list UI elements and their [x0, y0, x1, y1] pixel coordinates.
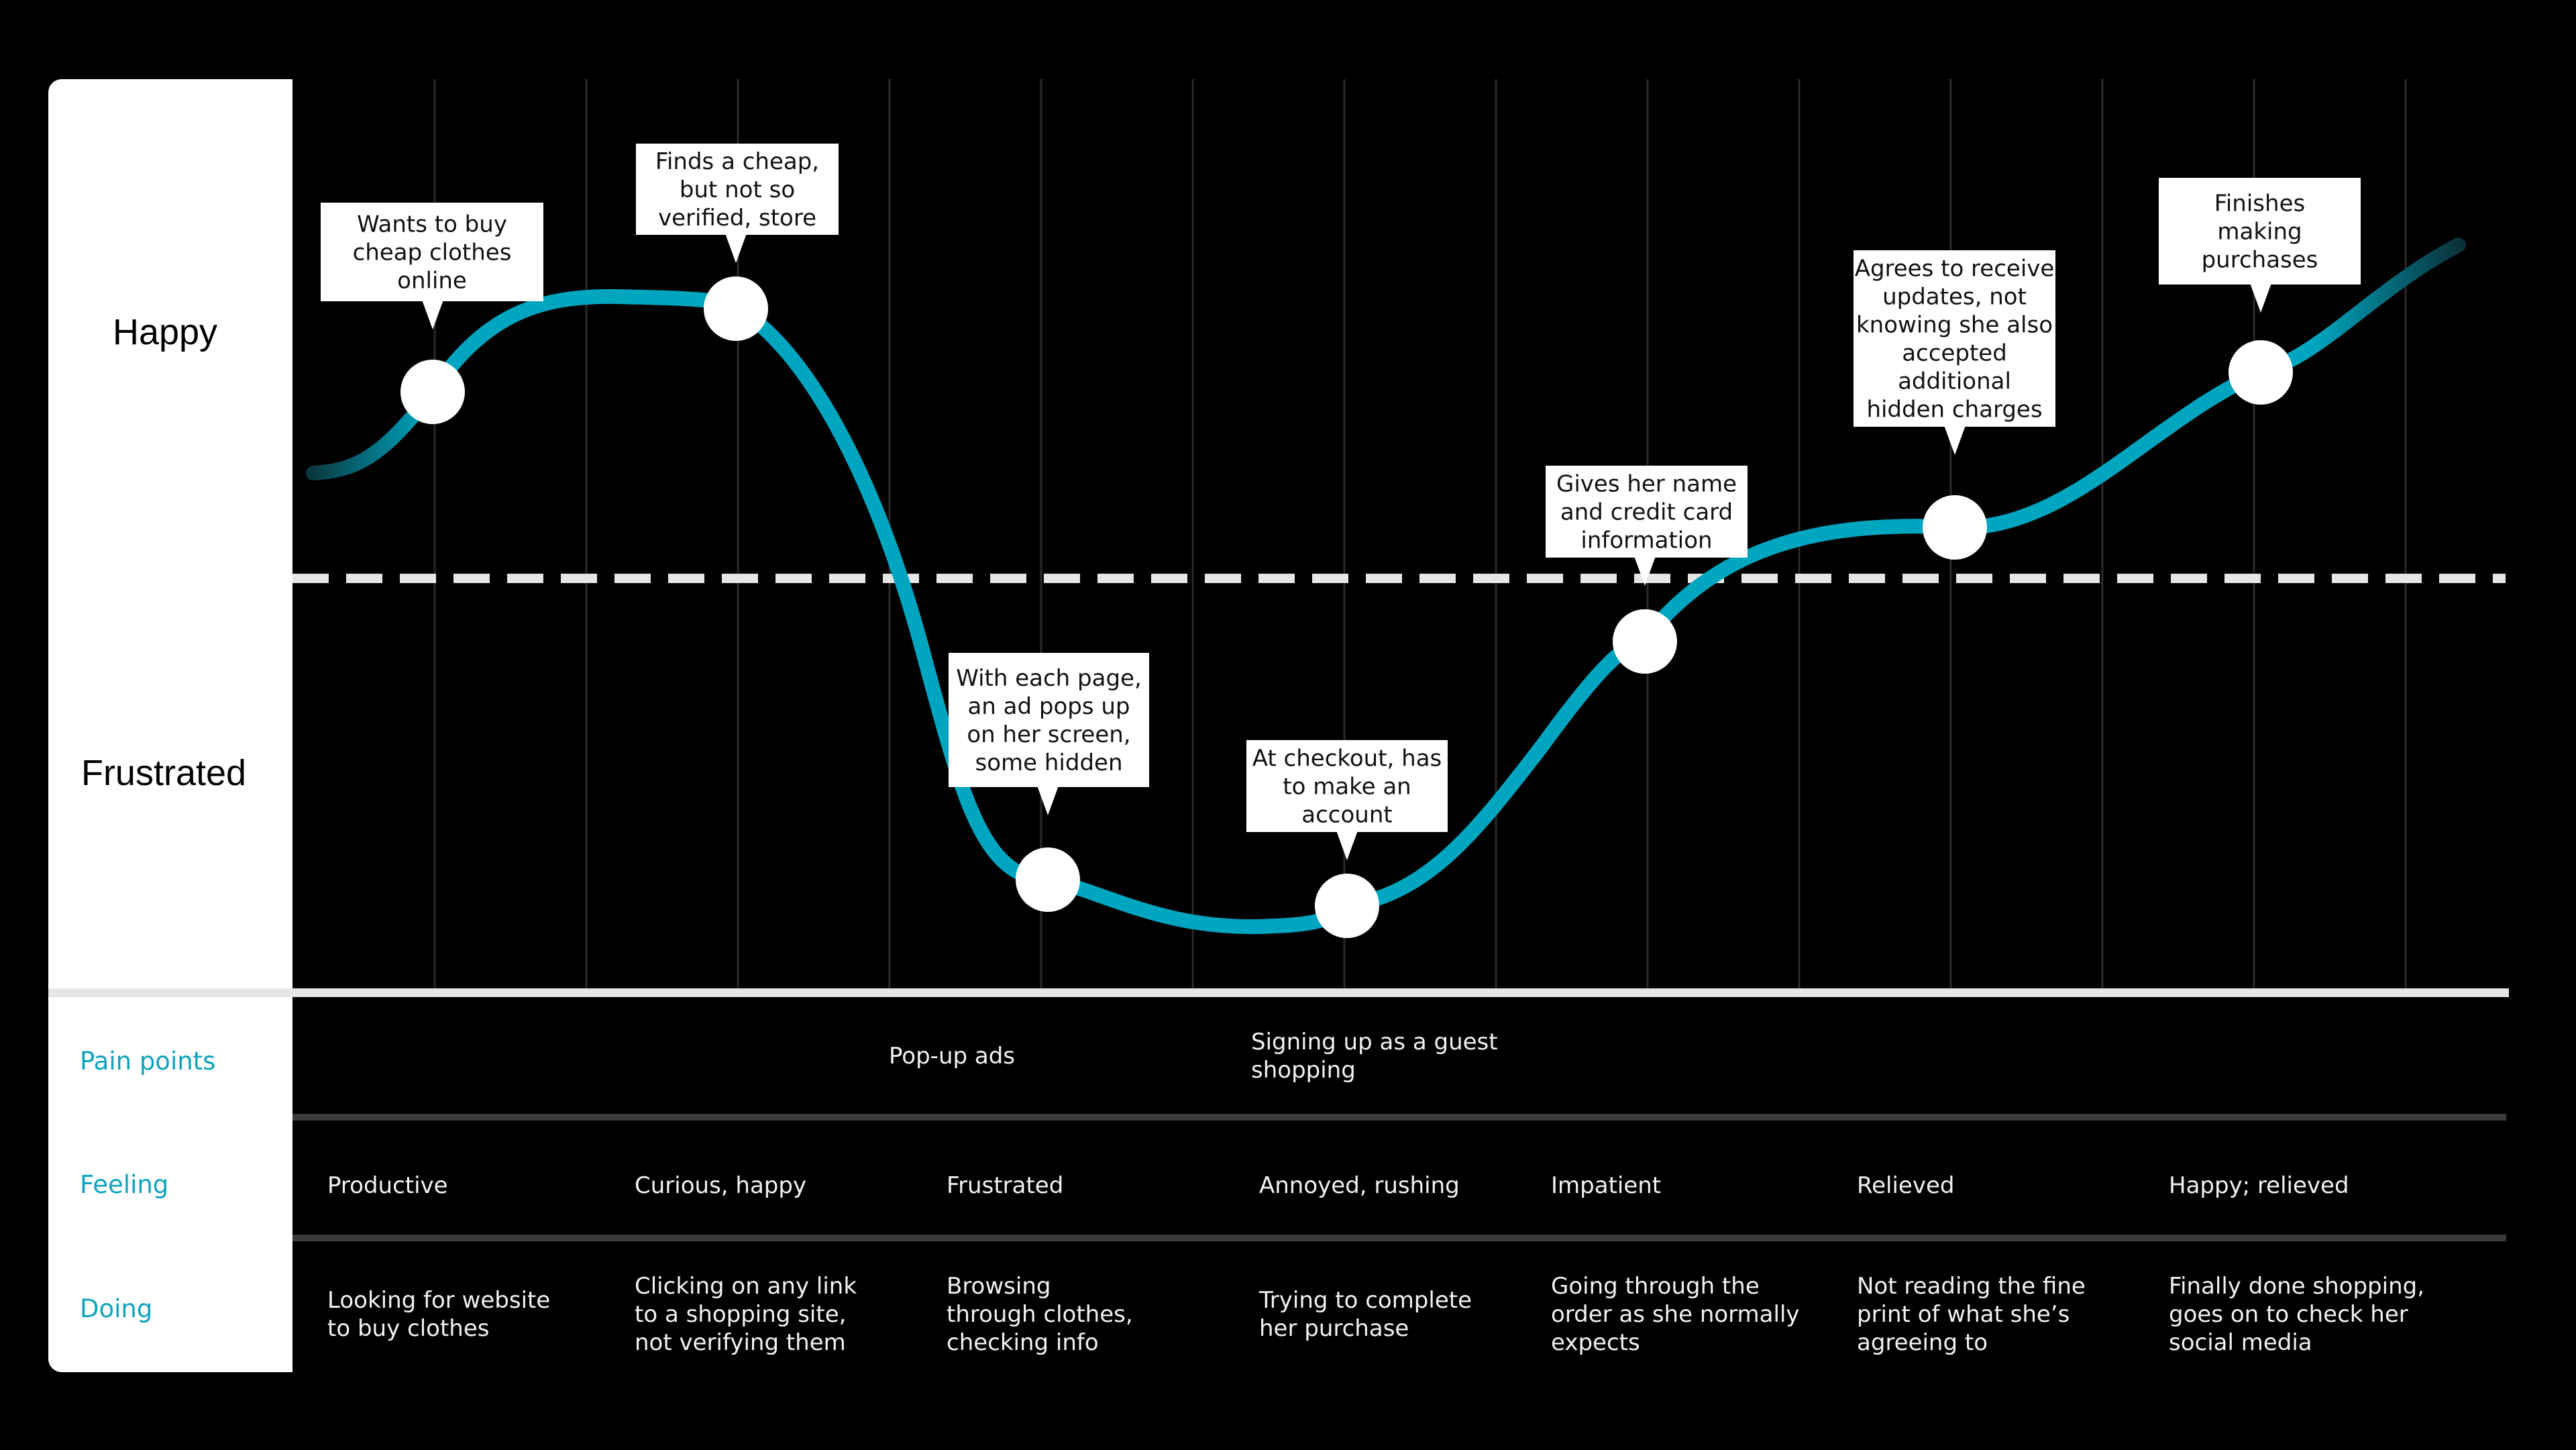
- doing-text: agreeing to: [1857, 1329, 1988, 1356]
- callout-pointer: [2250, 283, 2271, 313]
- callout-pointer: [422, 300, 443, 329]
- grid-lines: [433, 79, 2407, 988]
- label-panel: [48, 79, 292, 1372]
- callout-text-line: accepted: [1902, 340, 2007, 367]
- callout-text-line: additional: [1898, 368, 2011, 395]
- callout-box: [1246, 740, 1448, 832]
- callout-text-line: online: [397, 268, 467, 295]
- row-label-doing: Doing: [80, 1294, 152, 1323]
- doing-text: Looking for website: [327, 1287, 550, 1314]
- row-label-pain-points: Pain points: [80, 1047, 215, 1076]
- feeling-text: Happy; relieved: [2169, 1172, 2349, 1199]
- happy-label: Happy: [113, 312, 217, 352]
- row-divider-2: [292, 1235, 2506, 1241]
- doing-text: social media: [2169, 1329, 2312, 1356]
- doing-text: Clicking on any link: [635, 1273, 857, 1300]
- doing-text: her purchase: [1259, 1315, 1409, 1342]
- doing-text: checking info: [947, 1329, 1099, 1356]
- stage-marker-1: [400, 360, 465, 424]
- callout-text-line: some hidden: [975, 749, 1123, 776]
- callout-box: [1854, 250, 2055, 427]
- callout-text-line: Agrees to receive: [1855, 256, 2055, 282]
- callout-pointer: [725, 234, 747, 263]
- callout-pointer: [1037, 786, 1059, 815]
- row-label-feeling: Feeling: [80, 1170, 168, 1199]
- stage-marker-6: [1923, 495, 1987, 560]
- callout-box: [2159, 178, 2361, 284]
- callout-text-line: hidden charges: [1866, 397, 2042, 423]
- callout-text-line: and credit card: [1560, 499, 1733, 526]
- pain-point-text: Signing up as a guest: [1251, 1029, 1498, 1055]
- callout-text-line: Wants to buy: [357, 211, 507, 238]
- doing-text: Finally done shopping,: [2169, 1273, 2424, 1300]
- stage-marker-7: [2229, 340, 2293, 405]
- feeling-text: Frustrated: [947, 1172, 1063, 1199]
- callout-text-line: but not so: [680, 176, 795, 203]
- pain-point-text: Pop-up ads: [889, 1043, 1015, 1070]
- row-divider-1: [292, 1114, 2506, 1121]
- feeling-text: Relieved: [1857, 1172, 1954, 1199]
- stage-marker-4: [1315, 874, 1379, 938]
- callout-text-line: on her screen,: [967, 721, 1130, 748]
- callout-text-line: making: [2217, 219, 2302, 246]
- doing-text: Not reading the fine: [1857, 1273, 2086, 1300]
- callout-text-line: knowing she also: [1856, 312, 2053, 339]
- doing-text: to a shopping site,: [635, 1301, 846, 1328]
- feeling-text: Curious, happy: [635, 1172, 806, 1199]
- callout-box: [636, 144, 839, 235]
- callout-text-line: At checkout, has: [1252, 745, 1442, 772]
- callout-box: [1546, 466, 1748, 558]
- callout-text-line: information: [1580, 527, 1712, 554]
- feeling-text: Annoyed, rushing: [1259, 1172, 1460, 1199]
- feeling-text: Productive: [327, 1172, 448, 1199]
- pain-point-text: shopping: [1251, 1057, 1356, 1084]
- callout-text-line: updates, not: [1882, 284, 2027, 311]
- callout-text-line: Gives her name: [1556, 471, 1737, 498]
- callout-pointer: [1634, 556, 1656, 586]
- callout-text-line: to make an: [1283, 774, 1411, 800]
- doing-text: through clothes,: [947, 1301, 1133, 1328]
- callout-text-line: account: [1301, 802, 1392, 829]
- callout-text-line: Finishes: [2214, 191, 2305, 217]
- frustrated-label: Frustrated: [81, 753, 246, 793]
- callout-text-line: With each page,: [956, 665, 1142, 692]
- doing-text: Going through the: [1551, 1273, 1760, 1300]
- doing-text: not verifying them: [635, 1329, 846, 1356]
- section-divider: [48, 988, 2509, 997]
- callout-box: [321, 203, 543, 301]
- callout-text-line: Finds a cheap,: [655, 148, 819, 175]
- doing-text: to buy clothes: [327, 1315, 489, 1342]
- callout-text-line: purchases: [2202, 247, 2318, 274]
- doing-text: expects: [1551, 1329, 1640, 1356]
- callout-text-line: cheap clothes: [353, 240, 512, 266]
- doing-text: goes on to check her: [2169, 1301, 2408, 1328]
- stage-marker-2: [704, 276, 768, 341]
- callout-pointer: [1944, 425, 1966, 455]
- stage-marker-3: [1016, 847, 1080, 912]
- doing-text: order as she normally: [1551, 1301, 1800, 1328]
- stage-marker-5: [1613, 609, 1677, 674]
- callout-text-line: an ad pops up: [967, 693, 1130, 720]
- callout-text-line: verified, store: [658, 205, 816, 231]
- callout-pointer: [1336, 831, 1358, 860]
- feeling-text: Impatient: [1551, 1172, 1661, 1199]
- doing-text: Browsing: [947, 1273, 1051, 1300]
- callout-box: [949, 653, 1149, 787]
- doing-text: print of what she’s: [1857, 1301, 2070, 1328]
- doing-text: Trying to complete: [1258, 1287, 1472, 1314]
